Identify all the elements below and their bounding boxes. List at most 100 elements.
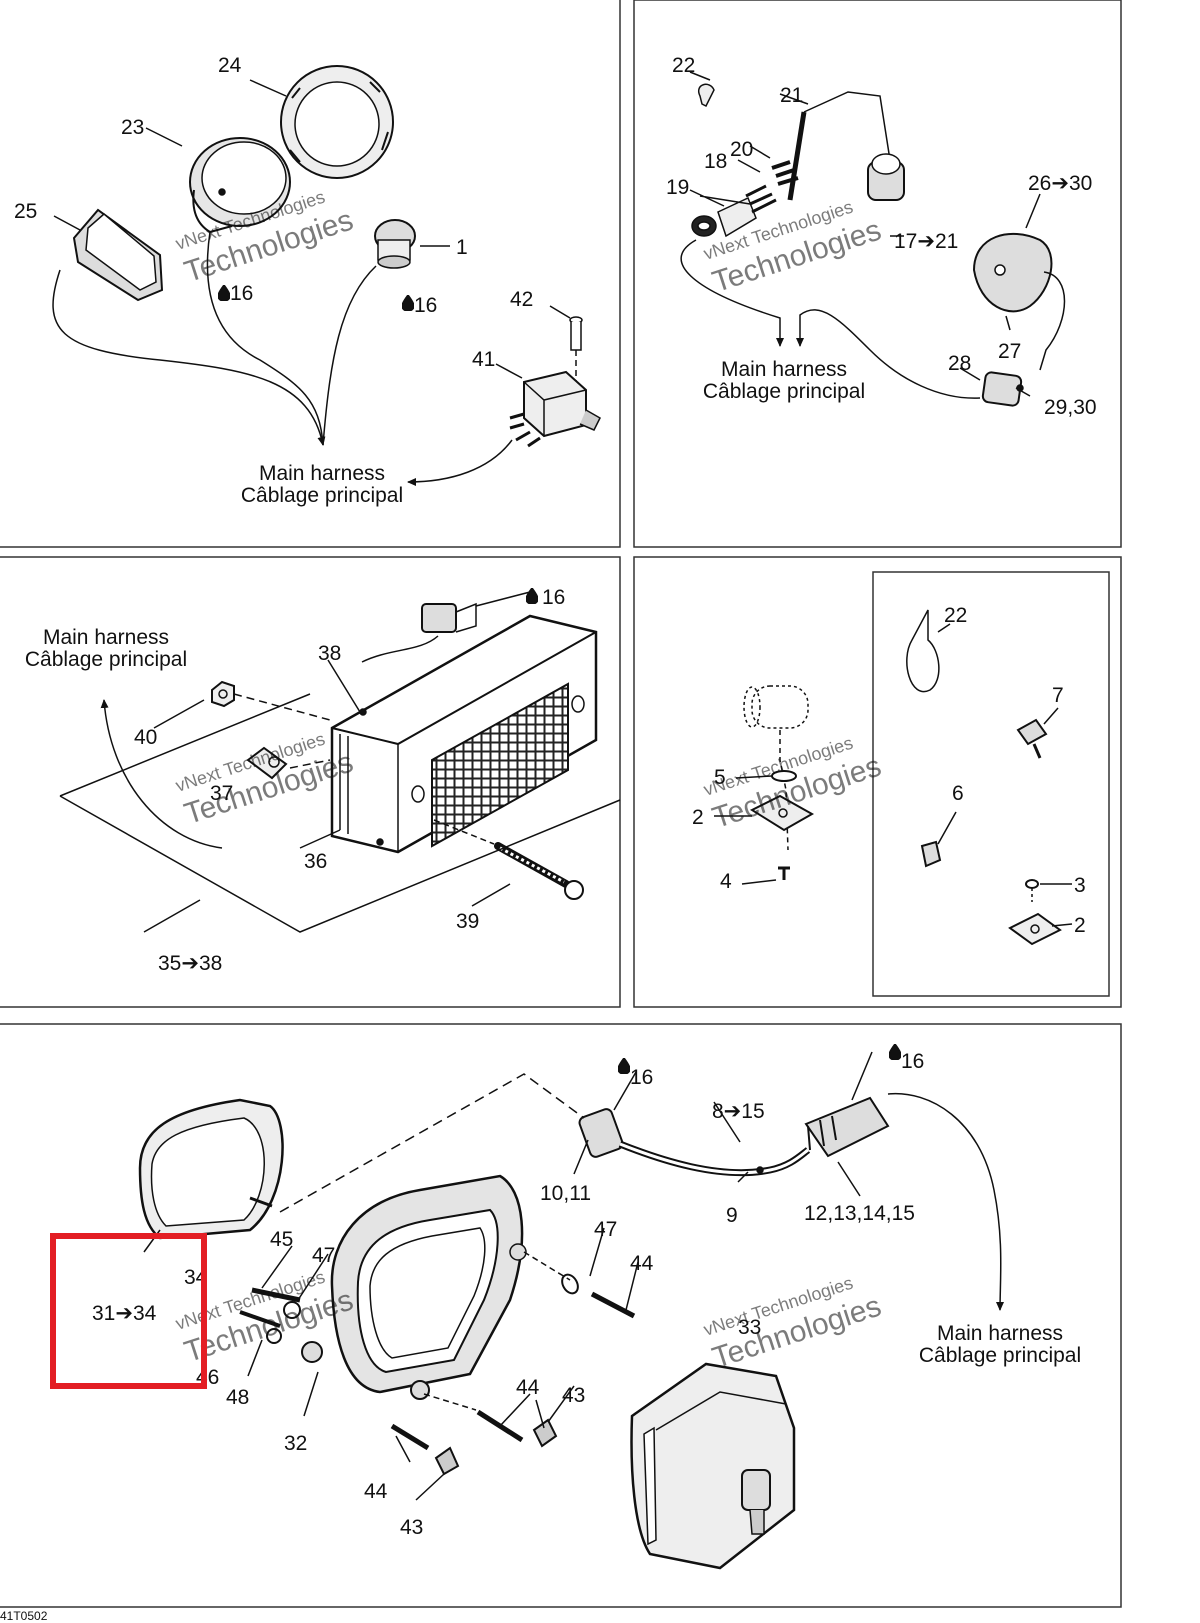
part-label: 47 (312, 1244, 335, 1267)
part-label: 21 (780, 84, 803, 107)
harness-label-5: Main harness Câblage principal (919, 1322, 1081, 1367)
part-label: 2 (1074, 914, 1086, 937)
part-label: 9 (726, 1204, 738, 1227)
panel-3-frame (0, 556, 621, 1008)
highlight-box (50, 1233, 207, 1389)
connector-28 (981, 371, 1024, 407)
part-label: 1 (456, 236, 468, 259)
panel-1 (52, 65, 601, 486)
part-label: 40 (134, 726, 157, 749)
part-label: 45 (270, 1228, 293, 1251)
grease-drop-icon (526, 588, 538, 604)
hardware-44-48 (239, 1273, 636, 1476)
part-label: 32 (284, 1432, 307, 1455)
grease-drop-icon (218, 285, 230, 301)
svg-text:Câblage principal: Câblage principal (25, 648, 187, 671)
part-label: 26➔30 (1028, 172, 1092, 195)
svg-text:Main harness: Main harness (937, 1322, 1063, 1345)
switch-17-21 (787, 91, 905, 201)
panel-4 (714, 609, 1073, 946)
part-label: 35➔38 (158, 952, 222, 975)
grease-drop-icon (889, 1044, 901, 1060)
svg-text:Câblage principal: Câblage principal (919, 1344, 1081, 1367)
grease-drop-icon (402, 295, 414, 311)
harness-label-3: Main harness Câblage principal (25, 626, 187, 671)
panel-2-frame (633, 0, 1122, 548)
part-label: 33 (738, 1316, 761, 1339)
part-label: 16 (542, 586, 565, 609)
part-label: 38 (318, 642, 341, 665)
connector-19 (691, 160, 799, 238)
part-label-highlighted: 31➔34 (92, 1302, 157, 1325)
part-label: 12,13,14,15 (804, 1202, 915, 1225)
bulb-37 (246, 746, 288, 780)
part-label: 29,30 (1044, 396, 1097, 419)
part-labels: 24 23 25 1 16 16 42 41 22 21 20 18 19 26… (14, 54, 1097, 1539)
panel-4-inner-frame (872, 571, 1110, 997)
connector-38 (361, 591, 531, 663)
plate-2 (749, 794, 815, 832)
screw-7 (1016, 718, 1048, 759)
part-label: 43 (562, 1384, 585, 1407)
panel-5-frame (0, 1023, 1122, 1608)
panel-5 (138, 1044, 1005, 1570)
part-label: 3 (1074, 874, 1086, 897)
handle-26-30 (972, 232, 1066, 371)
svg-text:Main harness: Main harness (721, 358, 847, 381)
svg-text:Main harness: Main harness (259, 462, 385, 485)
part-label: 22 (672, 54, 695, 77)
part-label: 39 (456, 910, 479, 933)
part-label: 47 (594, 1218, 617, 1241)
tie-22 (697, 83, 715, 108)
part-label: 23 (121, 116, 144, 139)
panel-1-frame (0, 0, 621, 548)
work-lamp-36 (330, 614, 598, 854)
headlight-lens-31 (138, 1098, 284, 1240)
part-label: 48 (226, 1386, 249, 1409)
screw-39 (433, 819, 584, 900)
part-label: 24 (218, 54, 242, 77)
part-label: 20 (730, 138, 753, 161)
panel-4-frame (633, 556, 1122, 1008)
panel-2 (680, 71, 1066, 407)
part-label: 27 (998, 340, 1021, 363)
part-label: 37 (210, 782, 233, 805)
part-label: 19 (666, 176, 689, 199)
part-label: 44 (516, 1376, 540, 1399)
part-label: 16 (414, 294, 437, 317)
part-label: 16 (230, 282, 253, 305)
watermark: vNext Technologies Technologies (701, 1273, 885, 1375)
plate-2b (1008, 912, 1062, 946)
part-label: 36 (304, 850, 327, 873)
figure-code: 41T0502 (0, 1609, 48, 1623)
part-label: 5 (714, 766, 726, 789)
part-label: 16 (901, 1050, 924, 1073)
harness-label-1: Main harness Câblage principal (241, 462, 403, 507)
harness-label-2: Main harness Câblage principal (703, 358, 865, 403)
svg-text:Câblage principal: Câblage principal (703, 380, 865, 403)
part-label: 4 (720, 870, 732, 893)
part-label: 28 (948, 352, 971, 375)
grease-drop-icon (618, 1058, 630, 1074)
lamp-back-33 (630, 1362, 796, 1570)
part-label: 7 (1052, 684, 1064, 707)
part-label: 17➔21 (894, 230, 958, 253)
svg-text:Câblage principal: Câblage principal (241, 484, 403, 507)
lamp-25 (72, 208, 164, 302)
bulb-1 (374, 219, 416, 269)
housing-32 (301, 1174, 527, 1400)
lamp-23 (189, 137, 291, 234)
part-label: 42 (510, 288, 533, 311)
harness-labels: Main harness Câblage principal Main harn… (25, 358, 1081, 1367)
part-label: 16 (630, 1066, 653, 1089)
svg-text:Main harness: Main harness (43, 626, 169, 649)
part-label: 6 (952, 782, 964, 805)
bulb-outline (743, 685, 809, 729)
part-label: 41 (472, 348, 495, 371)
harness-8-15 (578, 1096, 890, 1177)
part-label: 8➔15 (712, 1100, 765, 1123)
panel-3 (59, 588, 621, 933)
tie-22b (906, 609, 940, 693)
part-label: 43 (400, 1516, 423, 1539)
